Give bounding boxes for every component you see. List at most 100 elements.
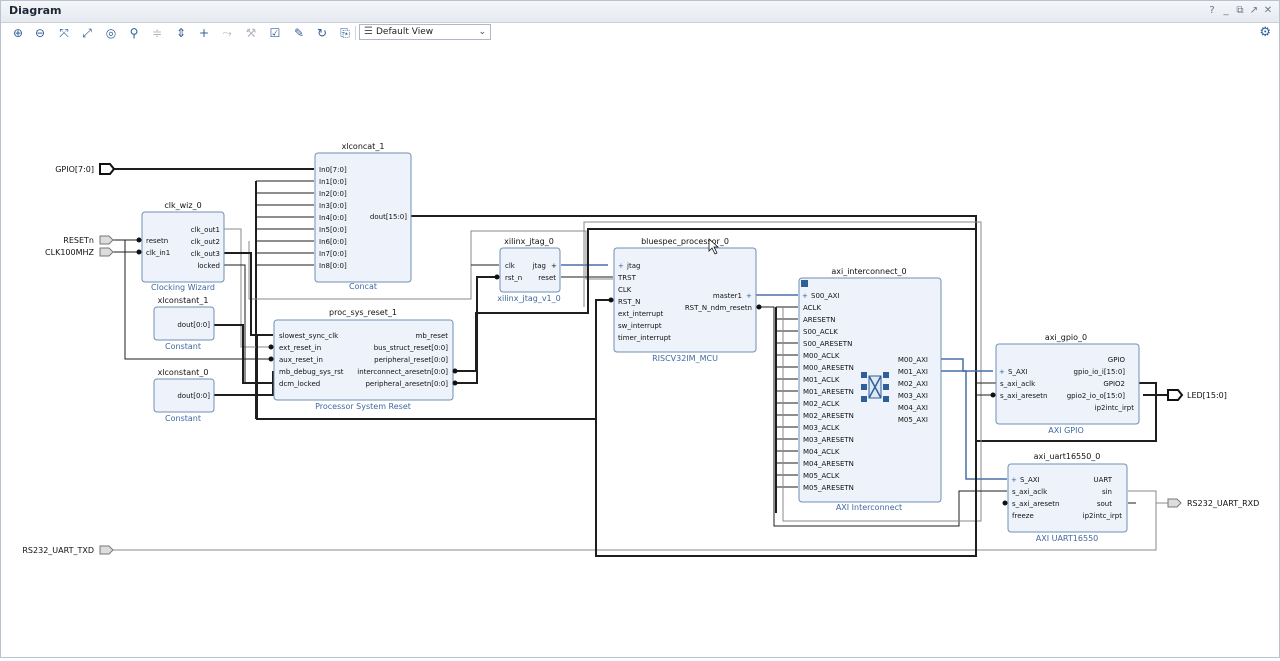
collapse-icon[interactable]: ≑ <box>151 26 163 40</box>
pin-label: clk <box>505 262 516 270</box>
mouse-cursor-icon <box>708 238 720 255</box>
bus-plus-icon[interactable]: + <box>802 292 808 300</box>
pin-label: In5[0:0] <box>319 226 347 234</box>
pin-label: In6[0:0] <box>319 238 347 246</box>
pin-label: M03_ACLK <box>803 424 840 432</box>
bus-plus-icon[interactable]: + <box>618 262 624 270</box>
port-clk100-arrow[interactable] <box>99 247 114 257</box>
refresh-icon[interactable]: ↻ <box>316 26 328 40</box>
wire-resetn-aux[interactable] <box>124 240 273 360</box>
zoom-out-icon[interactable]: ⊖ <box>34 26 46 40</box>
pin-label: S00_AXI <box>811 292 840 300</box>
validate-icon[interactable]: ☑ <box>269 26 281 40</box>
wires <box>113 168 1168 557</box>
regenerate-layout-icon[interactable]: ⎘ <box>340 26 350 40</box>
block-name: xlconstant_0 <box>158 368 209 377</box>
pin-label: M00_ARESETN <box>803 364 854 372</box>
close-icon[interactable]: ✕ <box>1263 5 1273 16</box>
gear-icon[interactable]: ⚙ <box>1259 25 1271 40</box>
block-name: xlconstant_1 <box>158 296 209 305</box>
pin-label: M04_ARESETN <box>803 460 854 468</box>
block-xlconcat[interactable]: xlconcat_1 In0[7:0] In1[0:0] In2[0:0] In… <box>314 142 412 291</box>
pin-icon[interactable]: ✎ <box>293 26 305 40</box>
port-led: LED[15:0] <box>1187 391 1227 400</box>
wire-m01-uart[interactable] <box>941 370 1007 480</box>
pin-label: rst_n <box>505 274 522 282</box>
add-ip-icon[interactable]: + <box>198 26 210 40</box>
toolbar-separator <box>355 26 356 40</box>
port-gpio-in-arrow[interactable] <box>99 163 116 175</box>
bus-plus-icon[interactable]: + <box>1011 476 1017 484</box>
pin-label: gpio_io_i[15:0] <box>1074 368 1126 376</box>
bus-plus-icon[interactable]: + <box>551 262 557 270</box>
pin-label: aux_reset_in <box>279 356 323 364</box>
wire-concat-inputs[interactable] <box>256 180 314 266</box>
make-connection-icon[interactable]: ⤳ <box>222 26 232 40</box>
block-name: xilinx_jtag_0 <box>504 237 554 246</box>
wire-uart-txd[interactable] <box>113 503 1157 551</box>
wire-const1[interactable] <box>214 324 273 384</box>
pin-label: M05_ACLK <box>803 472 840 480</box>
wire-m00-gpio[interactable] <box>941 358 993 372</box>
wire-interconnect-aresetn[interactable] <box>453 228 976 372</box>
pin-label: reset <box>538 274 556 282</box>
port-led-arrow[interactable] <box>1167 389 1184 401</box>
expand-icon[interactable]: ⇕ <box>175 26 187 40</box>
wire-const0[interactable] <box>214 371 274 396</box>
block-axi-uart[interactable]: axi_uart16550_0 + S_AXI s_axi_aclk s_axi… <box>1002 452 1128 543</box>
port-uart-txd: RS232_UART_TXD <box>22 546 94 555</box>
block-type: RISCV32IM_MCU <box>652 354 718 363</box>
block-type: AXI UART16550 <box>1036 534 1099 543</box>
wire-clk-out1[interactable] <box>223 228 273 348</box>
pin-label: clk_out1 <box>191 226 220 234</box>
pin-label: jtag <box>532 262 546 270</box>
block-axi-gpio[interactable]: axi_gpio_0 + S_AXI s_axi_aclk s_axi_ares… <box>990 333 1140 435</box>
restore-icon[interactable]: ⧉ <box>1236 5 1244 16</box>
bus-plus-icon[interactable]: + <box>746 292 752 300</box>
bus-plus-icon[interactable]: + <box>999 368 1005 376</box>
port-resetn: RESETn <box>63 236 94 245</box>
block-type: Concat <box>349 282 377 291</box>
wire-uart-sin[interactable] <box>1128 490 1168 504</box>
minimize-icon[interactable]: _ <box>1223 5 1229 16</box>
window-title: Diagram <box>9 4 62 17</box>
float-icon[interactable]: ↗ <box>1249 5 1259 16</box>
pin-label: ext_interrupt <box>618 310 664 318</box>
wire-ic-pins[interactable] <box>776 306 798 488</box>
block-type: Processor System Reset <box>315 402 411 411</box>
port-resetn-arrow[interactable] <box>99 235 114 245</box>
wire-outer-loop[interactable] <box>595 419 977 557</box>
pin-label: sin <box>1102 488 1112 496</box>
block-xlconstant-1[interactable]: xlconstant_1 dout[0:0] Constant <box>153 296 215 351</box>
wire-clk-out3[interactable] <box>223 252 273 336</box>
pin-label: jtag <box>626 262 640 270</box>
collapse-icon[interactable] <box>801 280 808 287</box>
pin-label: UART <box>1093 476 1112 484</box>
port-uart-txd-arrow[interactable] <box>99 545 114 555</box>
block-proc-sys-reset[interactable]: proc_sys_reset_1 slowest_sync_clk ext_re… <box>268 308 458 411</box>
zoom-fit-icon[interactable]: ⤧ <box>59 26 69 40</box>
block-bluespec-processor[interactable]: bluespec_processor_0 + jtag TRST CLK RST… <box>608 237 762 363</box>
zoom-in-icon[interactable]: ⊕ <box>12 26 24 40</box>
wire-led[interactable] <box>1139 382 1168 396</box>
block-axi-interconnect[interactable]: axi_interconnect_0 + S00_AXI ACLK ARESET… <box>798 267 942 512</box>
wrench-icon[interactable]: ⚒ <box>245 26 257 40</box>
pin-label: In1[0:0] <box>319 178 347 186</box>
view-select[interactable]: ☰ Default View ⌄ <box>359 24 491 40</box>
search-icon[interactable]: ⚲ <box>129 26 139 40</box>
block-diagram: GPIO[7:0] RESETn CLK100MHZ RS232_UART_TX… <box>22 142 1259 557</box>
block-xlconstant-0[interactable]: xlconstant_0 dout[0:0] Constant <box>153 368 215 423</box>
view-list-icon: ☰ <box>364 26 373 37</box>
port-uart-rxd-arrow[interactable] <box>1167 498 1182 508</box>
pin-label: M01_AXI <box>898 368 928 376</box>
block-clk-wiz[interactable]: clk_wiz_0 resetn clk_in1 clk_out1 clk_ou… <box>136 201 225 292</box>
zoom-area-icon[interactable]: ⤢ <box>82 26 92 40</box>
wire-clk-out2[interactable] <box>248 230 613 300</box>
help-icon[interactable]: ? <box>1209 5 1215 16</box>
pin-label: clk_in1 <box>146 249 170 257</box>
wire-concat-dout[interactable] <box>411 215 1157 442</box>
diagram-canvas[interactable]: GPIO[7:0] RESETn CLK100MHZ RS232_UART_TX… <box>1 43 1279 657</box>
target-icon[interactable]: ◎ <box>105 26 117 40</box>
block-xilinx-jtag[interactable]: xilinx_jtag_0 clk rst_n jtag reset + xil… <box>494 237 561 303</box>
